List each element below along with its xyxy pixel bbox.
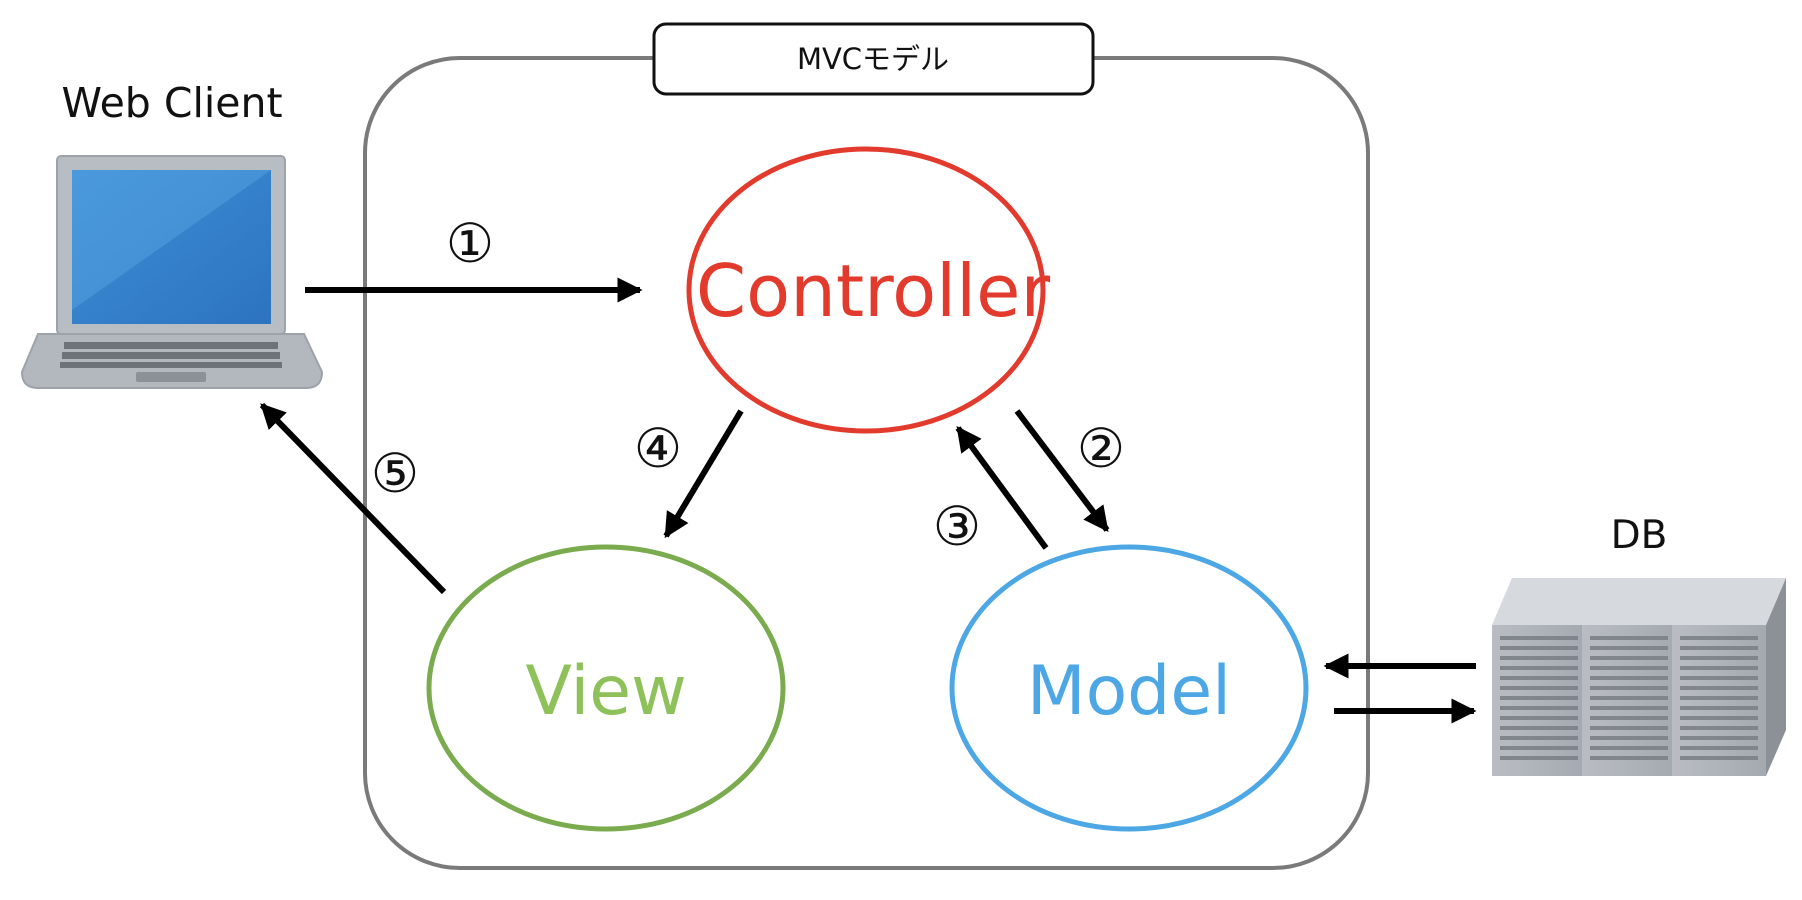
view-ellipse	[426, 544, 786, 832]
step-label-1: ①	[446, 212, 494, 275]
model-ellipse	[949, 544, 1309, 832]
arrow-model-to-controller	[955, 425, 1049, 550]
server-rack-icon	[1492, 578, 1786, 776]
step-label-2: ②	[1077, 417, 1125, 480]
web-client: Web Client	[20, 79, 324, 389]
mvc-frame-border	[363, 56, 1370, 870]
database: DB	[1492, 513, 1786, 776]
arrow-view-to-client	[259, 402, 447, 595]
arrow-controller-to-model	[1014, 409, 1110, 533]
controller-ellipse	[686, 146, 1046, 434]
step-label-4: ④	[634, 417, 682, 480]
model-label: Model	[1027, 652, 1231, 731]
view-label: View	[525, 652, 686, 731]
mvc-frame: MVCモデル	[363, 22, 1370, 870]
arrow-controller-to-view	[663, 409, 744, 539]
view-node: View	[426, 544, 786, 832]
controller-label: Controller	[696, 249, 1051, 333]
web-client-label: Web Client	[61, 79, 282, 127]
step-label-3: ③	[933, 495, 981, 558]
database-label: DB	[1611, 513, 1668, 558]
flow-arrows	[259, 277, 1477, 724]
step-labels: ① ② ③ ④ ⑤	[371, 212, 1125, 558]
server-unit	[1672, 578, 1786, 776]
step-label-5: ⑤	[371, 442, 419, 505]
model-node: Model	[949, 544, 1309, 832]
mvc-frame-title-box	[652, 22, 1095, 96]
mvc-frame-title: MVCモデル	[797, 42, 949, 76]
controller-node: Controller	[686, 146, 1051, 434]
laptop-icon	[20, 155, 324, 389]
